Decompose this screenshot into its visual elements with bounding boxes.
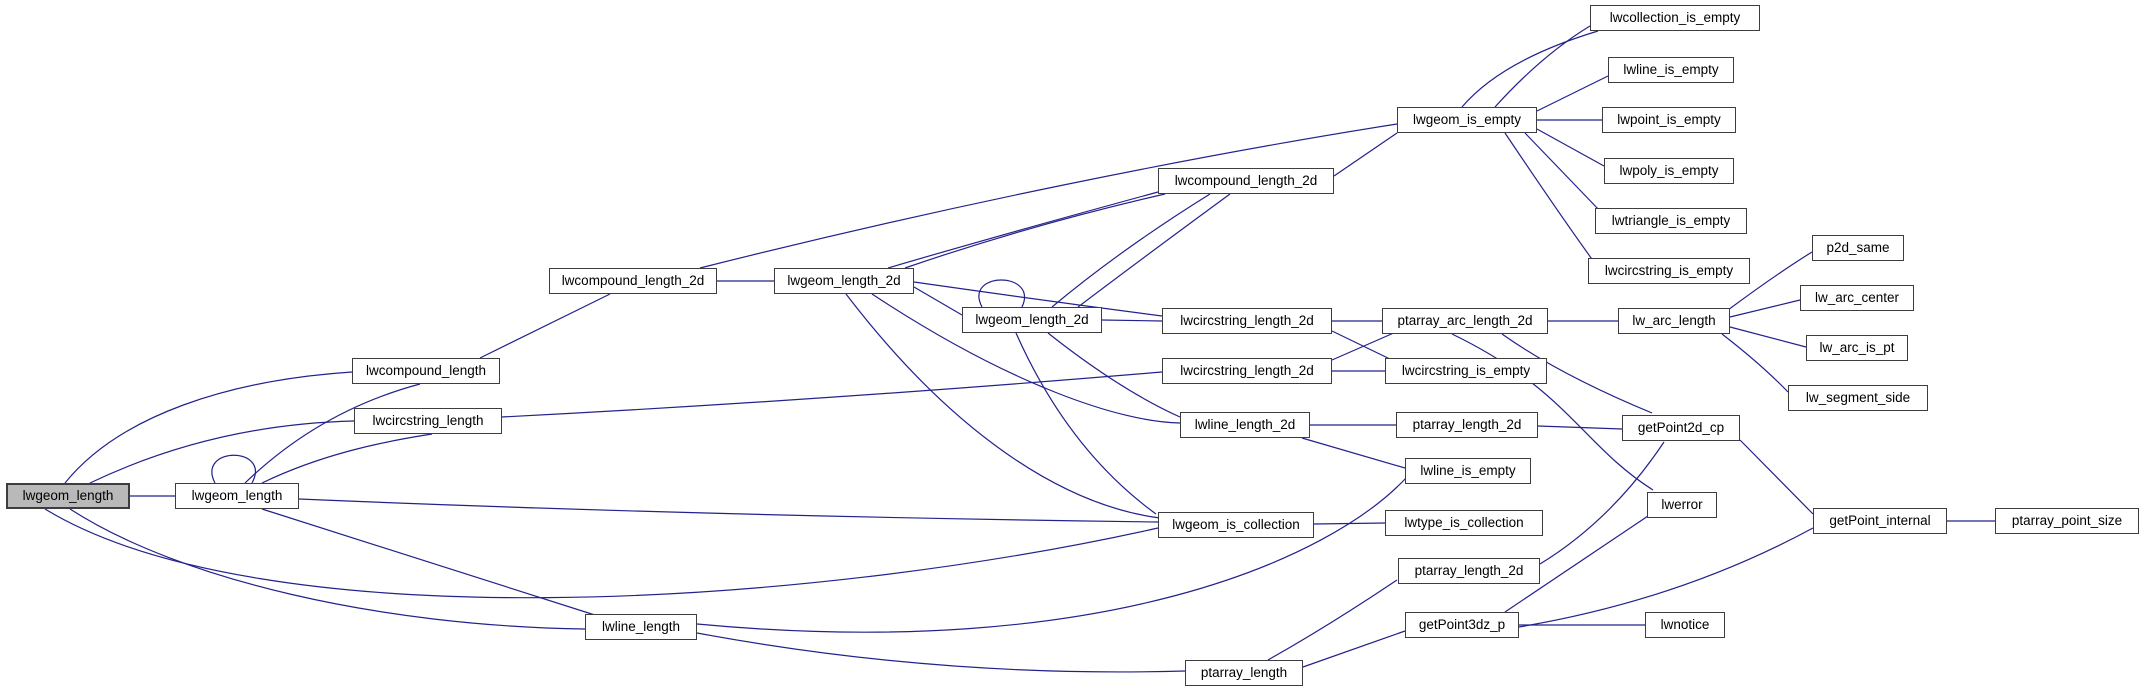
- edge-collempty-isempty: [1461, 30, 1599, 108]
- edge-geo2b-line2: [1047, 332, 1181, 418]
- edge-len-iscol: [298, 498, 1159, 523]
- edge-gp3dz-gpint: [1518, 527, 1814, 628]
- node-root: lwgeom_length: [6, 483, 130, 509]
- node-circe_a[interactable]: lwcircstring_is_empty: [1588, 258, 1750, 284]
- node-circ2a[interactable]: lwcircstring_length_2d: [1162, 308, 1332, 334]
- edge-arclen-segside: [1721, 333, 1789, 393]
- edge-geo2a-iscol: [845, 293, 1161, 519]
- node-lwnotice[interactable]: lwnotice: [1645, 612, 1725, 638]
- node-ptlen2a[interactable]: ptarray_length_2d: [1396, 412, 1538, 438]
- node-comp2b[interactable]: lwcompound_length_2d: [1158, 168, 1334, 194]
- edge-arclen-arccenter: [1729, 299, 1801, 318]
- edge-ptlen2a-gp2dcp: [1537, 425, 1623, 430]
- edge-len-linelen: [261, 508, 599, 617]
- node-circe_b[interactable]: lwcircstring_is_empty: [1385, 358, 1547, 384]
- node-isempty[interactable]: lwgeom_is_empty: [1397, 107, 1537, 133]
- node-len[interactable]: lwgeom_length: [175, 483, 299, 509]
- node-ptempty[interactable]: lwpoint_is_empty: [1602, 107, 1736, 133]
- edge-len-len: [211, 454, 256, 484]
- edge-comp2b-isempty: [1333, 132, 1398, 177]
- node-circlen[interactable]: lwcircstring_length: [354, 408, 502, 434]
- edge-isempty-triempty: [1524, 132, 1602, 213]
- edge-comp2b-geo2b: [1077, 193, 1231, 308]
- node-ptarc[interactable]: ptarray_arc_length_2d: [1382, 308, 1548, 334]
- edge-geo2b-iscol: [1015, 332, 1157, 515]
- node-circ2b[interactable]: lwcircstring_length_2d: [1162, 358, 1332, 384]
- node-gpint[interactable]: getPoint_internal: [1813, 508, 1947, 534]
- edge-geo2a-comp2b: [904, 193, 1166, 269]
- node-line2[interactable]: lwline_length_2d: [1180, 412, 1310, 438]
- edge-geo2a-geo2b: [913, 286, 963, 316]
- edge-geo2b-geo2b: [978, 279, 1025, 308]
- edge-line2-lineempty_b: [1301, 437, 1406, 469]
- edge-isempty-collempty: [1494, 25, 1591, 108]
- node-ptlen2b[interactable]: ptarray_length_2d: [1398, 558, 1540, 584]
- node-triempty[interactable]: lwtriangle_is_empty: [1595, 208, 1747, 234]
- edge-circ2b-ptarc: [1331, 331, 1397, 361]
- node-collempty[interactable]: lwcollection_is_empty: [1590, 5, 1760, 31]
- edge-root-circlen: [89, 420, 355, 484]
- edge-arclen-arcispt: [1729, 326, 1807, 348]
- node-comp2a[interactable]: lwcompound_length_2d: [549, 268, 717, 294]
- node-arclen[interactable]: lw_arc_length: [1618, 308, 1730, 334]
- node-ptsize[interactable]: ptarray_point_size: [1995, 508, 2139, 534]
- edge-linelen-lineempty_b: [696, 476, 1408, 633]
- node-ptlen[interactable]: ptarray_length: [1185, 660, 1303, 686]
- node-polyempty[interactable]: lwpoly_is_empty: [1604, 158, 1734, 184]
- node-lwerror[interactable]: lwerror: [1647, 492, 1717, 518]
- node-typecol[interactable]: lwtype_is_collection: [1385, 510, 1543, 536]
- edge-gp2dcp-gpint: [1739, 439, 1814, 515]
- edge-complen-comp2a: [479, 293, 611, 359]
- edge-ptlen-ptlen2b: [1267, 579, 1398, 661]
- node-complen[interactable]: lwcompound_length: [352, 358, 500, 384]
- edge-len-circlen: [261, 433, 433, 484]
- node-arccenter[interactable]: lw_arc_center: [1800, 285, 1914, 311]
- edge-isempty-circe_a: [1504, 132, 1595, 263]
- edge-isempty-lineempty_a: [1536, 75, 1609, 112]
- edge-ptarc-gp2dcp: [1501, 333, 1653, 414]
- node-segside[interactable]: lw_segment_side: [1788, 385, 1928, 411]
- edge-circ2a-circe_b: [1331, 330, 1393, 361]
- edge-circlen-circ2b: [501, 371, 1163, 418]
- node-geo2a[interactable]: lwgeom_length_2d: [774, 268, 914, 294]
- edge-gp3dz-lwerror: [1504, 515, 1649, 613]
- node-iscol[interactable]: lwgeom_is_collection: [1158, 512, 1314, 538]
- node-gp3dz[interactable]: getPoint3dz_p: [1405, 612, 1519, 638]
- node-gp2dcp[interactable]: getPoint2d_cp: [1622, 415, 1740, 441]
- edge-len-complen: [244, 383, 421, 484]
- edge-geo2b-circ2a: [1101, 319, 1163, 322]
- edge-arclen-p2dsame: [1727, 251, 1813, 311]
- edge-group: [44, 25, 1995, 673]
- edge-comp2a-isempty: [699, 123, 1398, 269]
- node-linelen[interactable]: lwline_length: [585, 614, 697, 640]
- edge-ptarc-lwerror: [1451, 333, 1654, 491]
- node-lineempty_a[interactable]: lwline_is_empty: [1608, 57, 1734, 83]
- edge-comp2b-geo2a: [887, 191, 1159, 269]
- edge-ptlen-gp3dz: [1302, 630, 1406, 668]
- edge-isempty-polyempty: [1536, 128, 1605, 167]
- edge-geo2a-circ2a: [913, 281, 1163, 317]
- node-arcispt[interactable]: lw_arc_is_pt: [1806, 335, 1908, 361]
- edge-root-iscol: [44, 508, 1159, 599]
- edge-root-linelen: [69, 508, 586, 630]
- node-p2dsame[interactable]: p2d_same: [1812, 235, 1904, 261]
- node-lineempty_b[interactable]: lwline_is_empty: [1405, 458, 1531, 484]
- edge-geo2b-comp2b: [1051, 193, 1211, 308]
- edge-ptlen2b-gp2dcp: [1539, 441, 1665, 565]
- edge-root-complen: [64, 371, 353, 484]
- edge-linelen-ptlen: [696, 632, 1186, 673]
- edge-geo2a-line2: [871, 293, 1181, 424]
- node-geo2b[interactable]: lwgeom_length_2d: [962, 307, 1102, 333]
